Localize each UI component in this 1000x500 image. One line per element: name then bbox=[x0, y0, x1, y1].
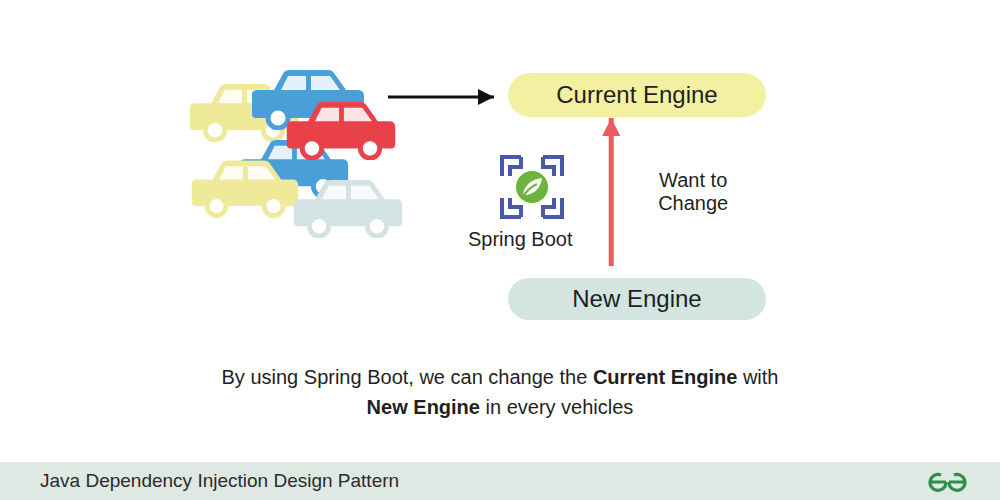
engine-box: New Engine bbox=[508, 278, 766, 320]
spring-boot-logo bbox=[502, 157, 562, 217]
engine-box: Current Engine bbox=[508, 73, 766, 117]
vehicles bbox=[190, 70, 402, 236]
dependency-arrow bbox=[609, 118, 614, 266]
gfg-logo bbox=[930, 474, 965, 490]
car bbox=[294, 180, 402, 236]
node-label: New Engine bbox=[572, 285, 701, 313]
car bbox=[287, 102, 395, 158]
car bbox=[192, 160, 298, 215]
node-label: Current Engine bbox=[556, 81, 717, 109]
logo-caption: Spring Boot bbox=[468, 228, 573, 251]
footer-title: Java Dependency Injection Design Pattern bbox=[40, 470, 399, 492]
edge-label: Want to Change bbox=[643, 169, 743, 215]
pointer-arrow bbox=[388, 96, 494, 99]
caption: By using Spring Boot, we can change the … bbox=[210, 362, 790, 422]
